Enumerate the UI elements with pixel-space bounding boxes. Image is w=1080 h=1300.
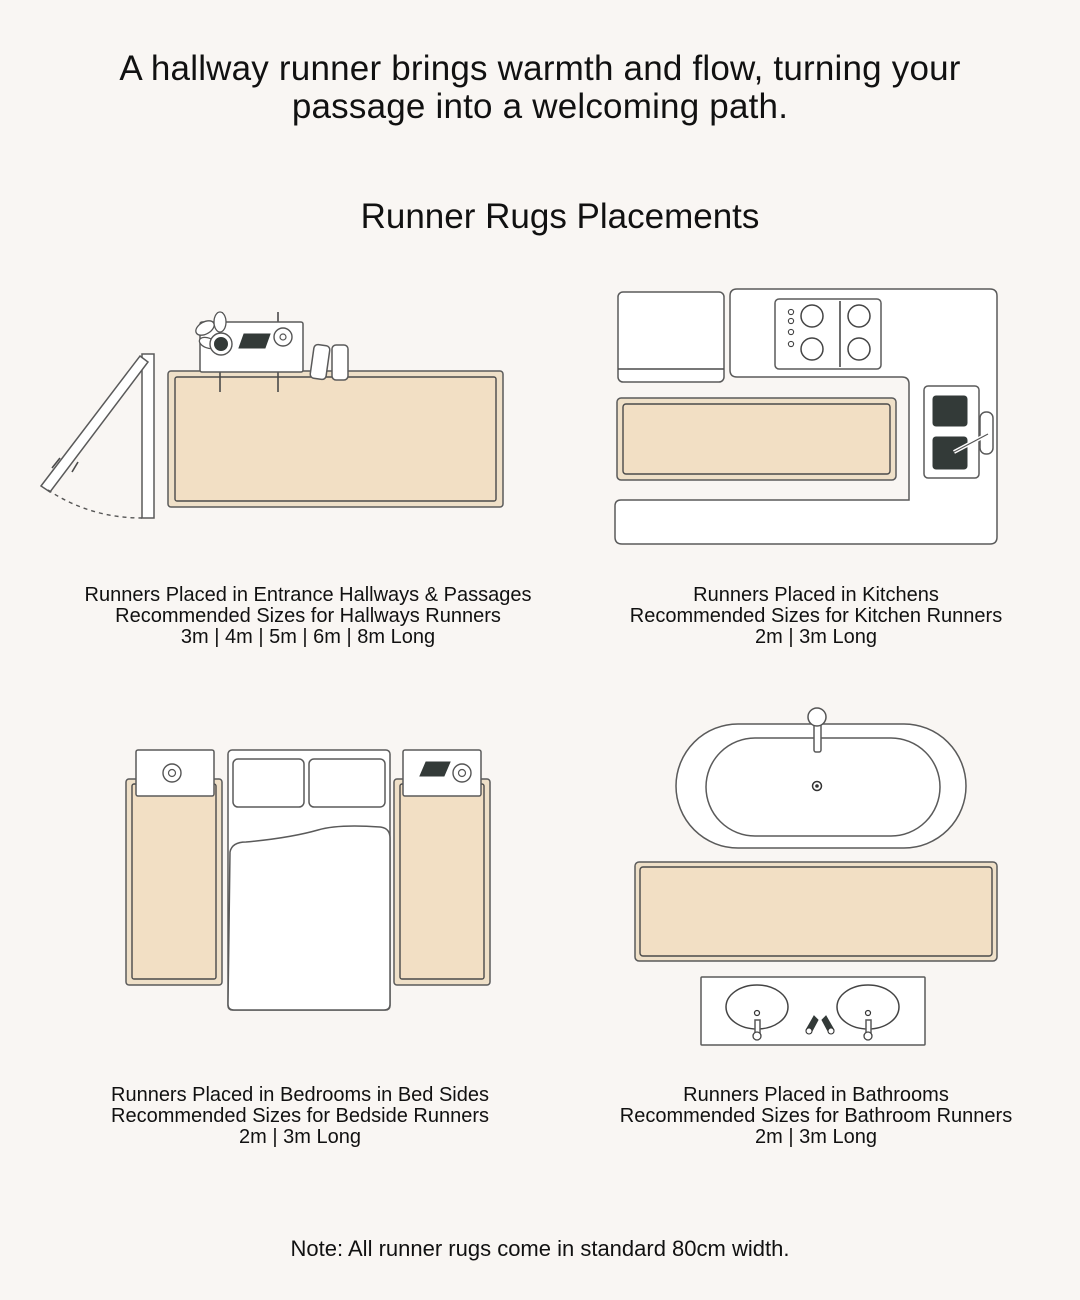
hallway-illustration	[39, 311, 504, 519]
headline-line-1: A hallway runner brings warmth and flow,…	[119, 49, 961, 88]
caption-bathroom: Runners Placed in Bathrooms Recommended …	[566, 1085, 1066, 1148]
caption-bathroom-title: Runners Placed in Bathrooms	[683, 1084, 949, 1106]
bedroom-pillow-right	[308, 758, 386, 808]
kitchen-fridge	[617, 291, 725, 383]
bedroom-book-icon	[419, 761, 451, 777]
section-title: Runner Rugs Placements	[360, 197, 760, 236]
bathroom-illustration	[634, 707, 998, 1046]
headline-line-2: passage into a welcoming path.	[291, 87, 789, 126]
caption-bedroom-subtitle: Recommended Sizes for Bedside Runners	[111, 1105, 489, 1127]
hallway-shoe-right	[331, 344, 349, 381]
hallway-door-leaf	[39, 354, 150, 494]
caption-hallway-subtitle: Recommended Sizes for Hallways Runners	[115, 605, 501, 627]
hallway-door-handle	[51, 457, 61, 469]
bathroom-tap-right-icon	[863, 1031, 873, 1041]
headline: A hallway runner brings warmth and flow,…	[40, 50, 1040, 126]
kitchen-sink	[923, 385, 994, 479]
kitchen-counter	[614, 288, 998, 545]
kitchen-illustration	[614, 288, 998, 545]
caption-kitchen-sizes: 2m | 3m Long	[755, 626, 877, 648]
hallway-door-swing	[47, 489, 143, 519]
caption-kitchen-subtitle: Recommended Sizes for Kitchen Runners	[629, 605, 1003, 627]
bathroom-mixer-icon	[805, 1015, 835, 1035]
caption-hallway-title: Runners Placed in Entrance Hallways & Pa…	[84, 584, 532, 606]
caption-kitchen: Runners Placed in Kitchens Recommended S…	[566, 585, 1066, 648]
width-note: Note: All runner rugs come in standard 8…	[290, 1236, 790, 1261]
bedroom-pillow-left	[232, 758, 305, 808]
caption-bathroom-sizes: 2m | 3m Long	[755, 1126, 877, 1148]
caption-bathroom-subtitle: Recommended Sizes for Bathroom Runners	[619, 1105, 1013, 1127]
caption-hallway-sizes: 3m | 4m | 5m | 6m | 8m Long	[180, 626, 436, 648]
bedroom-duvet	[227, 825, 391, 1011]
hallway-door-frame	[141, 353, 155, 519]
caption-bedroom: Runners Placed in Bedrooms in Bed Sides …	[50, 1085, 550, 1148]
caption-bedroom-sizes: 2m | 3m Long	[239, 1126, 361, 1148]
hallway-tablet-icon	[238, 333, 271, 349]
kitchen-stove	[774, 298, 882, 370]
caption-bedroom-title: Runners Placed in Bedrooms in Bed Sides	[111, 1084, 489, 1106]
bedroom-illustration	[125, 749, 491, 1011]
hallway-plant-icon	[195, 311, 233, 356]
caption-hallway: Runners Placed in Entrance Hallways & Pa…	[58, 585, 558, 648]
hallway-shoe-left	[309, 343, 331, 381]
caption-kitchen-title: Runners Placed in Kitchens	[693, 584, 939, 606]
bathroom-tap-left-icon	[752, 1031, 762, 1041]
